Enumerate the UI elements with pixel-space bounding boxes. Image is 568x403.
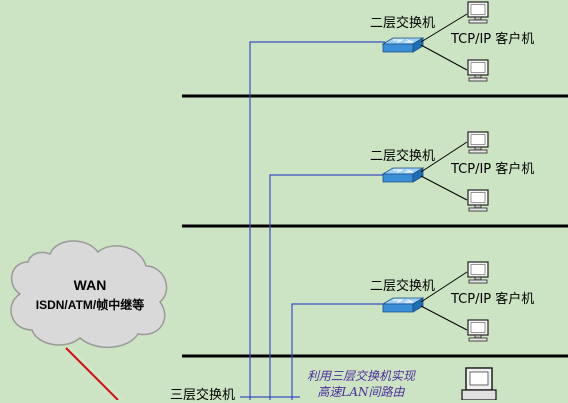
floor-1-switch-label: 二层交换机 — [370, 16, 436, 31]
floor-2-pc-icon — [467, 131, 489, 154]
floor-2-switch-label: 二层交换机 — [370, 149, 436, 164]
core-switch-label: 三层交换机 — [170, 388, 236, 403]
floor-3-pc-icon — [467, 261, 489, 284]
floor-3-hosts-label: TCP/IP 客户机 — [451, 292, 535, 307]
routing-note-line-1: 利用三层交换机实现 — [306, 369, 415, 383]
floor-3-pc-icon — [467, 319, 489, 342]
floor-3-switch-icon — [382, 297, 424, 313]
wan-title: WAN — [73, 277, 107, 293]
floor-3-switch-label: 二层交换机 — [370, 279, 436, 294]
floor-1-pc-icon — [467, 1, 489, 24]
uplink-floor-1 — [249, 41, 385, 400]
wan-subtitle: ISDN/ATM/帧中继等 — [35, 298, 145, 312]
server-icon — [461, 367, 497, 400]
uplink-floor-3 — [291, 303, 385, 400]
floor-2-hosts-label: TCP/IP 客户机 — [451, 162, 535, 177]
floor-2-switch-icon — [382, 167, 424, 183]
routing-note-line-2: 高速LAN间路由 — [317, 385, 405, 399]
floor-1-pc-icon — [467, 59, 489, 82]
floor-1-hosts-label: TCP/IP 客户机 — [451, 32, 535, 47]
wan-cloud-icon — [10, 240, 168, 349]
wan-link — [65, 347, 119, 400]
floor-2-pc-icon — [467, 189, 489, 212]
uplink-floor-2 — [269, 174, 385, 400]
floor-1-switch-icon — [382, 37, 424, 53]
